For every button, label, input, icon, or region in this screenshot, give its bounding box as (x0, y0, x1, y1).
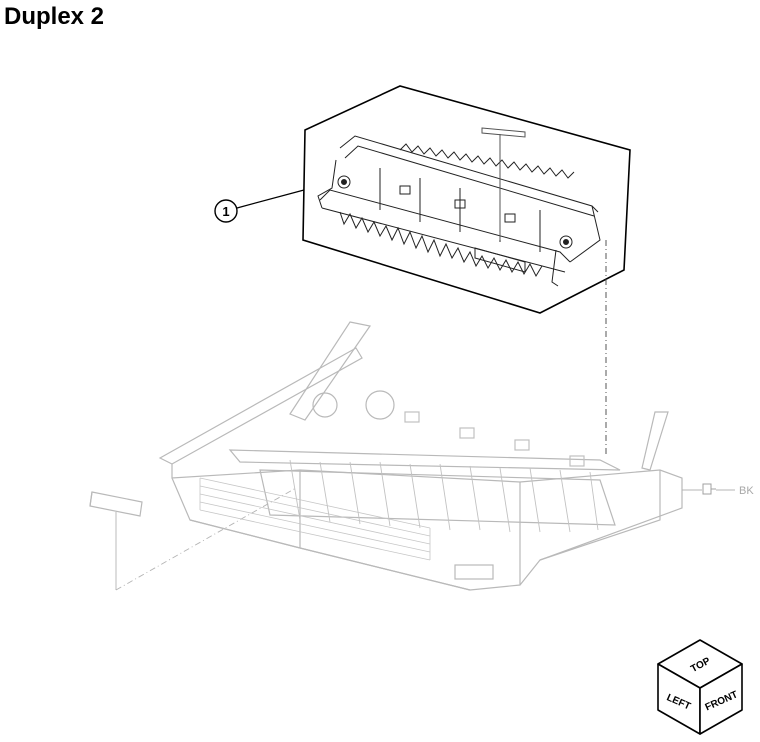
callout-1-label: 1 (222, 204, 229, 219)
upper-tabs (404, 411, 585, 467)
side-label-bk: BK (739, 485, 754, 497)
vent-grille (199, 477, 431, 561)
detail-box (302, 85, 631, 314)
leader-lines (115, 487, 735, 591)
orientation-cube: TOP LEFT FRONT (657, 639, 743, 735)
separator-pad (89, 491, 143, 517)
guide-ribs (289, 459, 599, 533)
pad-detail (481, 127, 526, 240)
callout-1: 1 (214, 189, 305, 223)
screw-bk (702, 483, 716, 495)
duplex-assembly-part (317, 135, 601, 287)
duplex-base-frame (158, 321, 683, 591)
page-title: Duplex 2 (4, 3, 105, 30)
